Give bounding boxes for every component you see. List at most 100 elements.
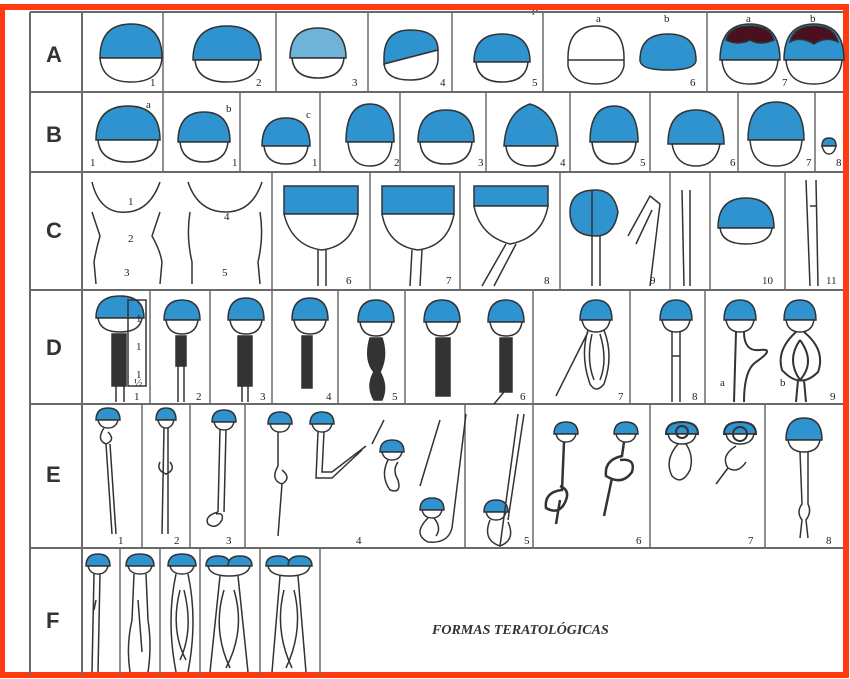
head-b1a-base: [98, 140, 158, 162]
num-b8: 8: [836, 157, 842, 169]
num-b5: 5: [640, 157, 646, 169]
num-e2: 2: [174, 535, 180, 547]
head-a3: [290, 28, 346, 58]
num-e6: 6: [636, 535, 642, 547]
num-c11: 11: [826, 275, 837, 287]
tail-c8: [482, 244, 516, 286]
num-b1a: 1: [90, 157, 96, 169]
tail-c7: [410, 250, 422, 286]
num-c9: 9: [650, 275, 656, 287]
sperm-e3: [207, 410, 236, 526]
num-d6: 6: [520, 391, 526, 403]
num-d1-scale-2: 1: [136, 341, 142, 353]
num-d1-scale-1: 1: [136, 313, 142, 325]
sperm-d8: [660, 300, 692, 402]
sublabel-a7b: b: [810, 13, 816, 25]
num-d1: 1: [134, 391, 140, 403]
head-b1b-base: [180, 142, 228, 162]
row-e-forms: [96, 408, 822, 546]
num-c1: 1: [128, 196, 134, 208]
num-c7: 7: [446, 275, 452, 287]
row-label-a: A: [46, 42, 62, 67]
row-d-forms: [96, 296, 820, 404]
sperm-f4: [206, 556, 252, 672]
head-a6b: [640, 34, 696, 70]
sperm-e4: [268, 412, 466, 542]
head-a7b-base: [786, 60, 842, 84]
head-b5-base: [592, 142, 636, 164]
sperm-e2: [156, 408, 176, 534]
plate-title: FORMAS TERATOLÓGICAS: [431, 621, 609, 638]
tail-c9c: [682, 190, 690, 286]
head-b7: [748, 102, 804, 140]
num-a5: 5: [532, 77, 538, 89]
num-c6: 6: [346, 275, 352, 287]
sperm-d6b: [488, 300, 524, 404]
num-d5: 5: [392, 391, 398, 403]
row-label-f: F: [46, 608, 59, 633]
num-d4: 4: [326, 391, 332, 403]
head-c6: [284, 186, 358, 214]
tail-c11: [806, 180, 818, 286]
sperm-e7: [666, 422, 756, 484]
head-b1b: [178, 112, 230, 142]
head-b2: [346, 104, 394, 142]
sublabel-a6b: b: [664, 13, 670, 25]
num-d2: 2: [196, 391, 202, 403]
head-a2: [193, 26, 261, 60]
row-label-b: B: [46, 122, 62, 147]
sperm-d2: [164, 300, 200, 402]
num-c10: 10: [762, 275, 774, 287]
head-a6a: [568, 26, 624, 84]
row-a-sperm-heads: [100, 24, 844, 84]
num-b3: 3: [478, 157, 484, 169]
sperm-f2: [126, 554, 154, 672]
head-b6-base: [672, 144, 720, 166]
num-d8: 8: [692, 391, 698, 403]
head-c10-base: [720, 228, 772, 244]
sperm-d4: [292, 298, 328, 388]
num-a7: 7: [782, 77, 788, 89]
num-d7: 7: [618, 391, 624, 403]
sublabel-a7a: a: [746, 13, 751, 25]
head-a7a-base: [722, 60, 778, 84]
head-b4-base: [506, 146, 556, 166]
head-a5-base: [476, 62, 528, 82]
head-a1: [100, 24, 162, 58]
num-c3: 3: [124, 267, 130, 279]
head-c10: [718, 198, 774, 228]
sperm-e5: [484, 414, 524, 546]
head-b3-base: [420, 142, 472, 164]
num-d3: 3: [260, 391, 266, 403]
num-b2: 2: [394, 157, 400, 169]
num-b4: 4: [560, 157, 566, 169]
row-label-e: E: [46, 462, 61, 487]
num-d1-scale-half: ½: [134, 377, 142, 389]
head-a2-base: [195, 60, 259, 82]
num-c5: 5: [222, 267, 228, 279]
num-c4: 4: [224, 211, 230, 223]
num-a3: 3: [352, 77, 358, 89]
num-e1: 1: [118, 535, 124, 547]
sperm-f3: [168, 554, 196, 672]
num-a2: 2: [256, 77, 262, 89]
sperm-e6: [546, 422, 638, 524]
num-b1b: 1: [232, 157, 238, 169]
num-e7: 7: [748, 535, 754, 547]
head-c7-base: [382, 214, 454, 250]
tail-c6: [318, 250, 326, 286]
head-c9: [570, 190, 618, 236]
row-c-forms: [92, 180, 818, 286]
sperm-e8: [786, 418, 822, 538]
sperm-d5: [358, 300, 394, 400]
num-a1: 1: [150, 77, 156, 89]
sperm-d7: [556, 300, 612, 396]
sperm-d9b: [781, 300, 821, 402]
head-b3: [418, 110, 474, 142]
sperm-d6a: [424, 300, 460, 396]
row-label-d: D: [46, 335, 62, 360]
sublabel-b1a: a: [146, 99, 151, 111]
sperm-d9a: [724, 300, 767, 402]
sperm-d3: [228, 298, 264, 402]
sublabel-d9b: b: [780, 377, 786, 389]
